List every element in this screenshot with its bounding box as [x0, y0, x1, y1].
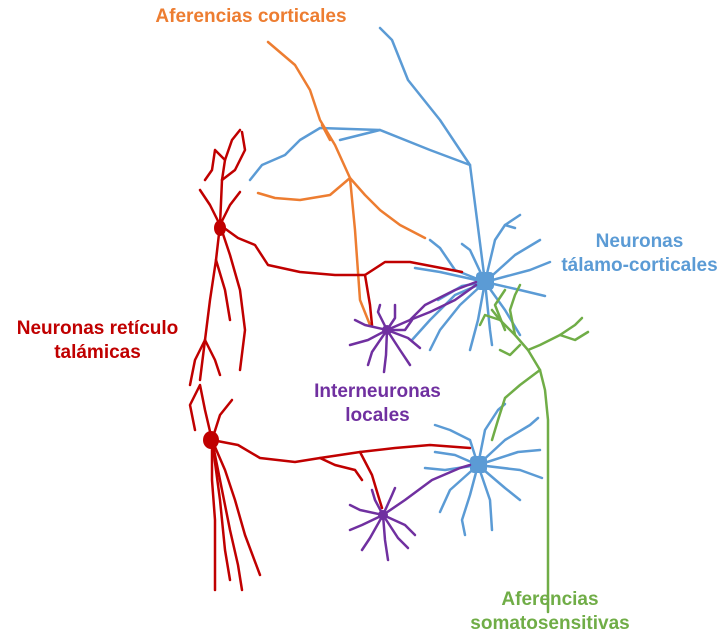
label-somatosensory-line1: Aferencias — [460, 588, 640, 612]
thalamocortical-soma-upper — [476, 272, 494, 290]
thalamocortical-soma-lower — [470, 456, 487, 473]
cortical-afferent — [258, 42, 425, 325]
label-cortical-afferents-text: Aferencias corticales — [133, 5, 369, 29]
interneuron-soma-upper — [382, 325, 392, 335]
label-thalamocortical-neurons: Neuronas tálamo-corticales — [551, 230, 728, 278]
reticular-soma-upper — [214, 220, 226, 236]
reticular-soma-lower — [203, 431, 219, 449]
label-somatosensory-line2: somatosensitivas — [460, 612, 640, 636]
label-somatosensory-afferents: Aferencias somatosensitivas — [460, 588, 640, 636]
interneuron-soma-lower — [378, 510, 388, 520]
thalamocortical-neurons — [250, 28, 550, 535]
label-interneurons-line1: Interneuronas — [305, 380, 450, 404]
label-reticular-neurons: Neuronas retículo talámicas — [10, 317, 185, 365]
label-interneurons: Interneuronas locales — [305, 380, 450, 428]
label-thalamocortical-line2: tálamo-corticales — [551, 254, 728, 278]
label-thalamocortical-line1: Neuronas — [551, 230, 728, 254]
label-reticular-line2: talámicas — [10, 341, 185, 365]
label-cortical-afferents: Aferencias corticales — [133, 5, 369, 29]
label-interneurons-line2: locales — [305, 404, 450, 428]
label-reticular-line1: Neuronas retículo — [10, 317, 185, 341]
reticular-neurons — [190, 130, 470, 590]
